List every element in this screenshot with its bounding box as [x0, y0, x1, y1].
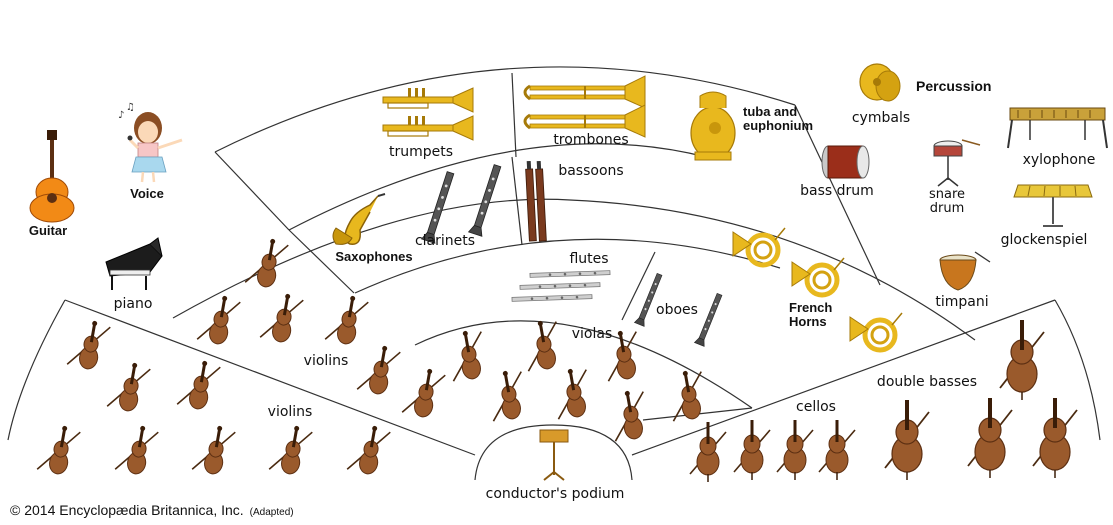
copyright-notice: © 2014 Encyclopædia Britannica, Inc. (Ada…: [10, 502, 294, 518]
violin-icon: [191, 421, 237, 478]
conductor-podium-label: conductor's podium: [485, 486, 625, 502]
violin-icon: [401, 364, 447, 421]
conductor-music-stand-icon: [539, 429, 569, 481]
cello-icon: [689, 421, 727, 483]
snare-drum-label: snare drum: [928, 187, 966, 216]
trombones-section: [523, 74, 647, 139]
flutes-label: flutes: [569, 251, 609, 267]
trumpet-icon: [382, 115, 474, 141]
singer-icon: ♪ ♫: [118, 102, 183, 183]
violin-icon: [176, 356, 222, 413]
violins-outer-label: violins: [267, 404, 313, 420]
clarinets-label: clarinets: [414, 233, 476, 249]
trumpets-section: [382, 87, 474, 141]
viola-icon: [549, 365, 595, 421]
saxophones-label: Saxophones: [335, 249, 413, 264]
violin-icon: [324, 291, 370, 348]
adapted-note: (Adapted): [249, 507, 294, 518]
saxophone-icon: [332, 193, 386, 245]
french-horn-icon: [733, 228, 785, 265]
voice-label: Voice: [130, 186, 164, 201]
double-bass-icon: [1032, 397, 1078, 479]
oboes-label: oboes: [656, 302, 698, 318]
cellos-section: [689, 419, 856, 483]
trumpet-icon: [382, 87, 474, 113]
bassoons-section: [524, 160, 547, 242]
double-bass-icon: [999, 319, 1045, 401]
violin-icon: [36, 421, 82, 478]
xylophone-icon: [1007, 107, 1108, 149]
cello-icon: [776, 419, 814, 481]
violin-icon: [346, 421, 392, 478]
timpani-label: timpani: [935, 294, 989, 310]
violin-icon: [356, 341, 402, 398]
flute-icon: [529, 270, 611, 278]
glockenspiel-label: glockenspiel: [1000, 232, 1088, 248]
cellos-label: cellos: [796, 399, 836, 415]
bassoons-label: bassoons: [558, 163, 624, 179]
bass-drum-icon: [821, 145, 870, 179]
piano-label: piano: [113, 296, 153, 312]
cymbals-label: cymbals: [851, 110, 911, 126]
double-basses-label: double basses: [876, 374, 978, 390]
bassoon-icon: [524, 160, 537, 242]
bassoon-icon: [534, 160, 547, 242]
clarinets-section: [421, 163, 505, 244]
french-horns-label: French Horns: [789, 300, 833, 329]
snare-drum-icon: [933, 139, 981, 187]
violin-icon: [114, 421, 160, 478]
oboe-icon: [694, 292, 725, 347]
violin-icon: [66, 316, 112, 373]
timpani-icon: [939, 251, 991, 291]
guitar-icon: [29, 130, 75, 223]
flute-icon: [511, 294, 593, 302]
clarinet-icon: [468, 163, 505, 237]
svg-text:♪: ♪: [118, 110, 124, 121]
viola-icon: [519, 317, 565, 373]
french-horns-section: [733, 228, 902, 350]
double-bass-icon: [967, 397, 1013, 479]
bass-drum-label: bass drum: [800, 183, 874, 199]
oboe-icon: [634, 272, 665, 327]
french-horn-icon: [792, 258, 844, 295]
tuba-label: tuba and euphonium: [743, 104, 814, 133]
violin-icon: [106, 358, 152, 415]
glockenspiel-icon: [1013, 184, 1093, 227]
copyright-text: © 2014 Encyclopædia Britannica, Inc.: [10, 502, 244, 518]
trumpets-label: trumpets: [388, 144, 454, 160]
violin-icon: [259, 289, 305, 346]
svg-text:♫: ♫: [126, 102, 135, 113]
percussion-label: Percussion: [916, 78, 992, 94]
guitar-label: Guitar: [28, 223, 68, 238]
double-basses-section: [884, 319, 1078, 481]
double-bass-icon: [884, 399, 930, 481]
violin-icon: [268, 421, 314, 478]
flutes-section: [511, 270, 611, 302]
viola-icon: [484, 367, 530, 423]
cello-icon: [733, 419, 771, 481]
stage-outlines: [7, 66, 1101, 481]
cymbals-icon: [859, 63, 901, 102]
cello-icon: [818, 419, 856, 481]
viola-icon: [606, 387, 652, 443]
trombone-icon: [523, 74, 647, 110]
flute-icon: [519, 282, 601, 290]
french-horn-icon: [850, 313, 902, 350]
xylophone-label: xylophone: [1022, 152, 1096, 168]
trombones-label: trombones: [553, 132, 629, 148]
tuba-icon: [690, 91, 736, 161]
viola-icon: [444, 327, 490, 383]
violas-label: violas: [571, 326, 613, 342]
piano-icon: [105, 237, 163, 290]
violins-inner-label: violins: [303, 353, 349, 369]
